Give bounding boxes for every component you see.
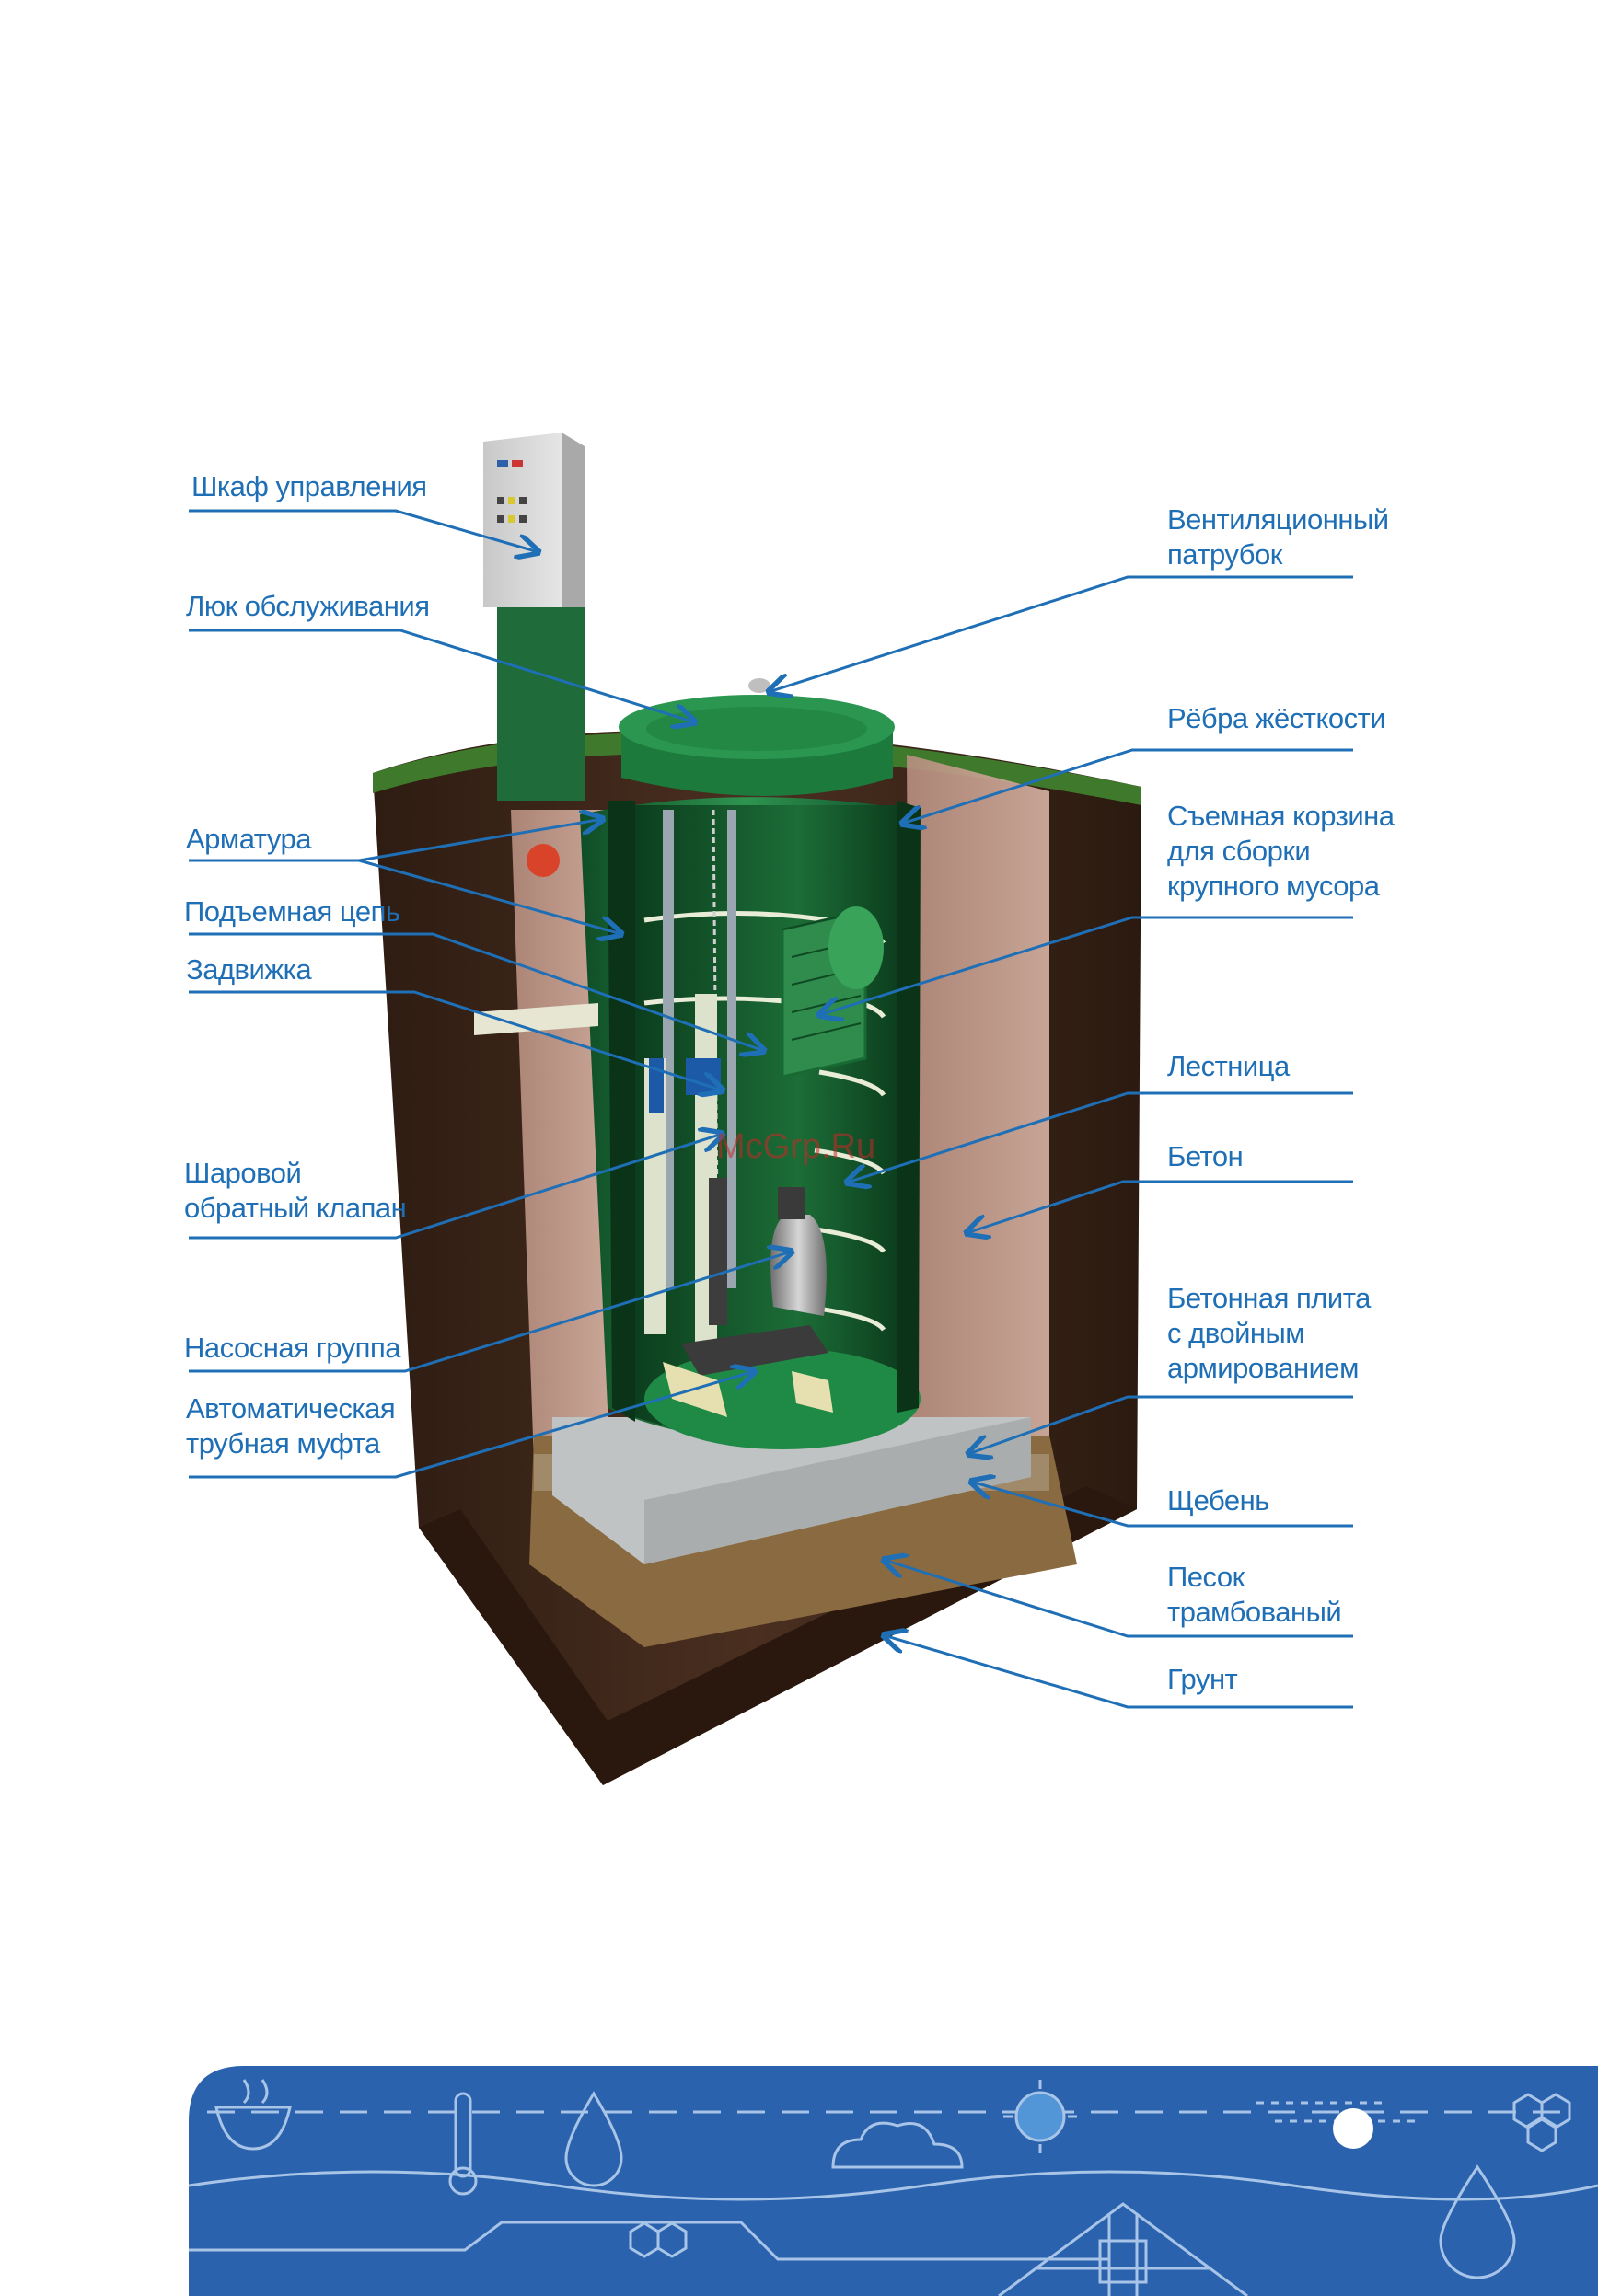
greenhouse-icon (998, 2202, 1248, 2296)
label-lifting-chain: Подъемная цепь (184, 895, 400, 928)
label-fittings: Арматура (186, 823, 311, 855)
thermometer-icon (448, 2092, 478, 2196)
pump-group (474, 809, 833, 1417)
debris-basket (781, 906, 884, 1079)
label-ladder: Лестница (1167, 1050, 1290, 1082)
service-hatch (619, 678, 895, 796)
honeycomb-icon (1512, 2093, 1571, 2152)
label-control-cabinet: Шкаф управления (191, 470, 427, 502)
control-cabinet (483, 433, 585, 877)
label-concrete: Бетон (1167, 1140, 1244, 1172)
kettle-icon (214, 2079, 292, 2151)
foundation-layers (529, 1417, 1077, 1647)
leader-lines (189, 509, 1353, 1709)
label-gravel: Щебень (1167, 1484, 1269, 1517)
water-drop-icon (1439, 2164, 1516, 2279)
concrete-surround (511, 755, 1049, 1463)
watermark: McGrp.Ru (716, 1127, 876, 1166)
label-soil: Грунт (1167, 1663, 1238, 1695)
label-stiffening-ribs: Рёбра жёсткости (1167, 702, 1386, 734)
label-gate-valve: Задвижка (186, 953, 312, 986)
footer-banner (189, 2066, 1598, 2296)
water-drop-icon (564, 2091, 623, 2187)
cloud-icon (831, 2121, 964, 2169)
label-service-hatch: Люк обслуживания (186, 590, 430, 622)
control-cabinet-icon (497, 460, 527, 523)
sun-icon (1003, 2080, 1077, 2153)
honeycomb-icon (629, 2221, 688, 2258)
label-pump-group: Насосная группа (184, 1332, 401, 1364)
